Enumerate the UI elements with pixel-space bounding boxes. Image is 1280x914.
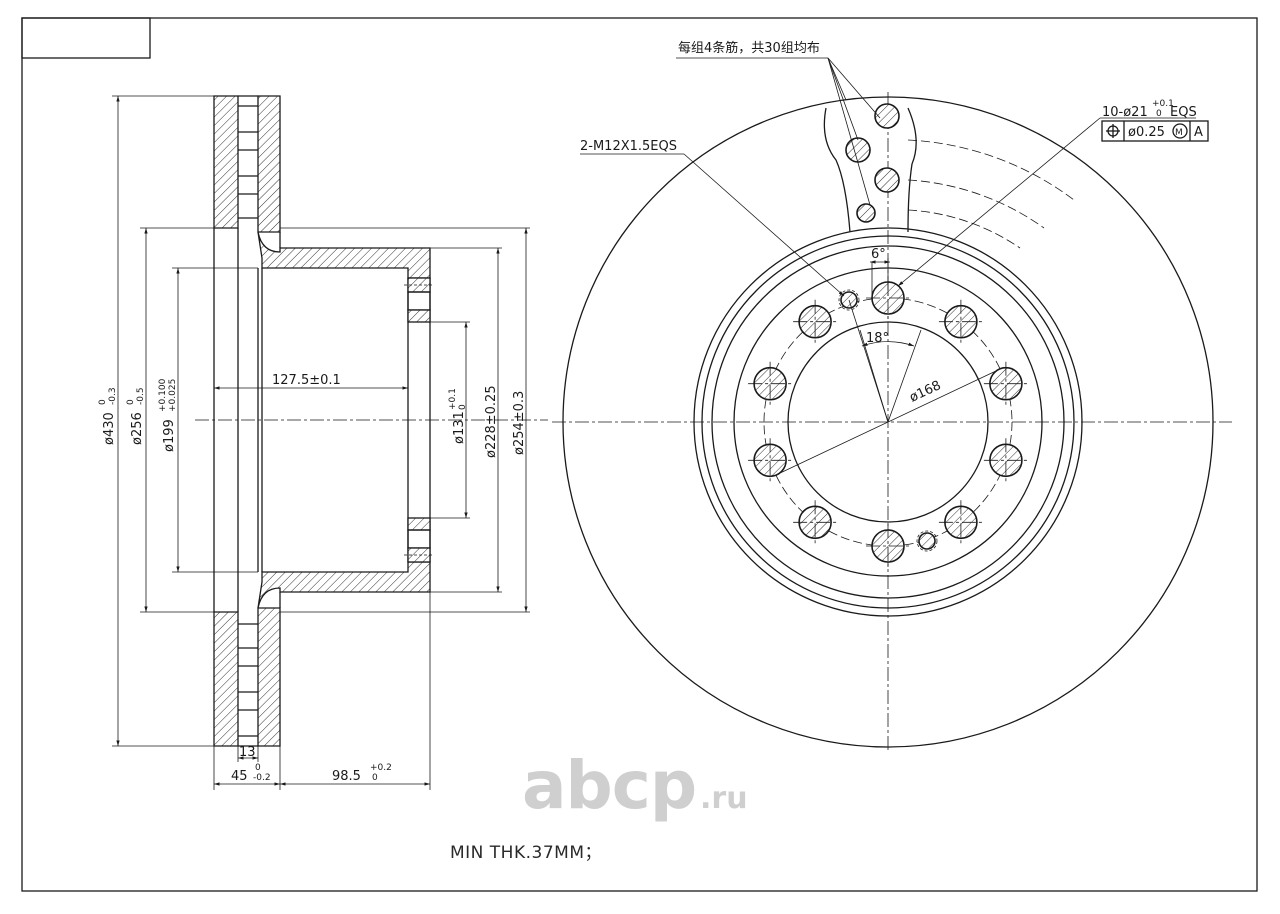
position-tolerance-value: ø0.25	[1128, 125, 1165, 140]
dim-d199: ø199	[162, 419, 177, 452]
note-bolt-holes: 10-ø21	[1102, 105, 1148, 120]
note-bolt-holes-tol-lower: 0	[1156, 109, 1162, 119]
watermark-tld: .ru	[700, 781, 748, 816]
note-bolt-holes-suffix: EQS	[1170, 105, 1197, 120]
dim-d254: ø254±0.3	[512, 391, 527, 455]
dim-d131-tol-lower: 0	[458, 404, 468, 410]
dim-len127: 127.5±0.1	[272, 373, 341, 388]
dim-w13: 13	[239, 745, 256, 760]
drawing-border	[21, 17, 1258, 892]
dim-d256-tol-lower: -0.5	[136, 387, 146, 405]
dim-w45: 45	[231, 769, 248, 784]
dim-d430-tol-lower: -0.3	[108, 387, 118, 405]
min-thickness-note: MIN THK.37MM；	[450, 843, 602, 863]
dim-d199-tol-lower: +0.025	[168, 379, 178, 412]
note-ribs: 每组4条筋，共30组均布	[678, 40, 820, 56]
title-block	[21, 17, 151, 59]
feature-control-frame: ø0.25 M A	[1101, 120, 1209, 142]
dim-pcd: ø168	[907, 378, 943, 405]
dim-w45-tol-lower: -0.2	[253, 773, 271, 783]
dim-d256-tol-upper: 0	[126, 399, 136, 405]
bolt-hole-group	[748, 276, 1028, 568]
material-modifier: M	[1175, 128, 1183, 138]
dim-w45-tol-upper: 0	[255, 763, 261, 773]
dim-d131: ø131	[452, 411, 467, 444]
dim-d256: ø256	[130, 412, 145, 445]
dim-w98-tol-upper: +0.2	[370, 763, 392, 773]
dim-d228: ø228±0.25	[484, 385, 499, 458]
dim-w98: 98.5	[332, 769, 361, 784]
datum-reference: A	[1194, 125, 1203, 140]
section-view: ø430 0 -0.3 ø256 0 -0.5 ø199 +0.100 +0.0…	[98, 95, 548, 790]
dim-d131-tol-upper: +0.1	[448, 388, 458, 410]
dim-w98-tol-lower: 0	[372, 773, 378, 783]
note-tapped-holes: 2-M12X1.5EQS	[580, 139, 677, 154]
watermark-brand: abcp	[522, 747, 696, 824]
watermark-logo: abcp .ru	[522, 747, 748, 824]
dim-angle18: 18°	[866, 331, 889, 346]
dim-d430-tol-upper: 0	[98, 399, 108, 405]
dim-angle6: 6°	[871, 247, 886, 262]
dim-d430: ø430	[102, 412, 117, 445]
front-view: ø0.25 M A 每组4条筋，共30组均布 2-M12X1.5EQS 10-ø…	[552, 40, 1232, 752]
note-bolt-holes-tol-upper: +0.1	[1152, 99, 1174, 109]
dim-d199-tol-upper: +0.100	[158, 378, 168, 412]
